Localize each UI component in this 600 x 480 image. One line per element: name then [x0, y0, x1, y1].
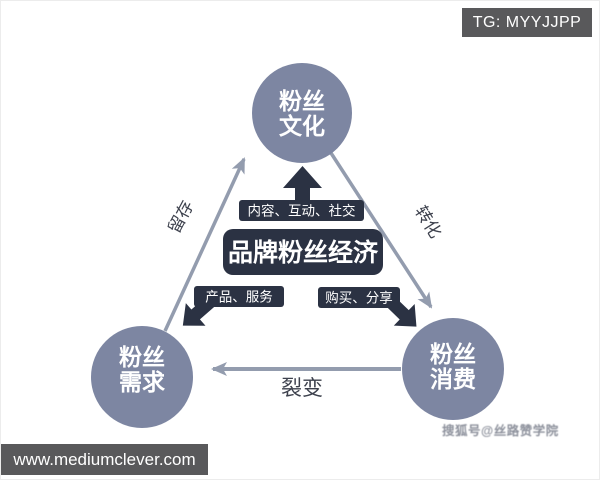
purchase-channel-box	[318, 287, 400, 308]
node-fan-culture-line1: 粉丝	[279, 88, 325, 114]
content-channel-box	[239, 200, 364, 221]
node-fan-demand-line2: 需求	[119, 369, 165, 395]
edge-label-conversion: 转化	[411, 203, 445, 242]
center-title-label: 品牌粉丝经济	[228, 238, 379, 267]
telegram-badge: TG: MYYJJPP	[462, 8, 592, 37]
node-fan-consumption-line2: 消费	[430, 366, 476, 392]
center-title-box	[223, 229, 383, 275]
product-channel-label: 产品、服务	[205, 290, 273, 305]
content-channel-label: 内容、互动、社交	[248, 203, 356, 219]
sohu-watermark: 搜狐号@丝路赞学院	[442, 424, 559, 438]
product-channel-box	[194, 286, 284, 307]
node-fan-demand-circle	[91, 326, 193, 428]
site-url-bar: www.mediumclever.com	[1, 444, 208, 475]
node-fan-culture-line2: 文化	[279, 113, 325, 139]
content-channel-up-arrow	[283, 166, 322, 203]
node-fan-consumption-line1: 粉丝	[430, 341, 476, 367]
edge-label-retention: 留存	[165, 198, 198, 237]
edge-retention-arrow	[163, 157, 246, 332]
purchase-channel-label: 购买、分享	[325, 290, 393, 306]
edge-label-fission: 裂变	[281, 377, 323, 400]
node-fan-demand-line1: 粉丝	[119, 344, 165, 370]
node-fan-consumption-circle	[402, 318, 504, 420]
edge-conversion-arrow	[329, 152, 433, 309]
node-fan-culture-circle	[252, 63, 352, 163]
